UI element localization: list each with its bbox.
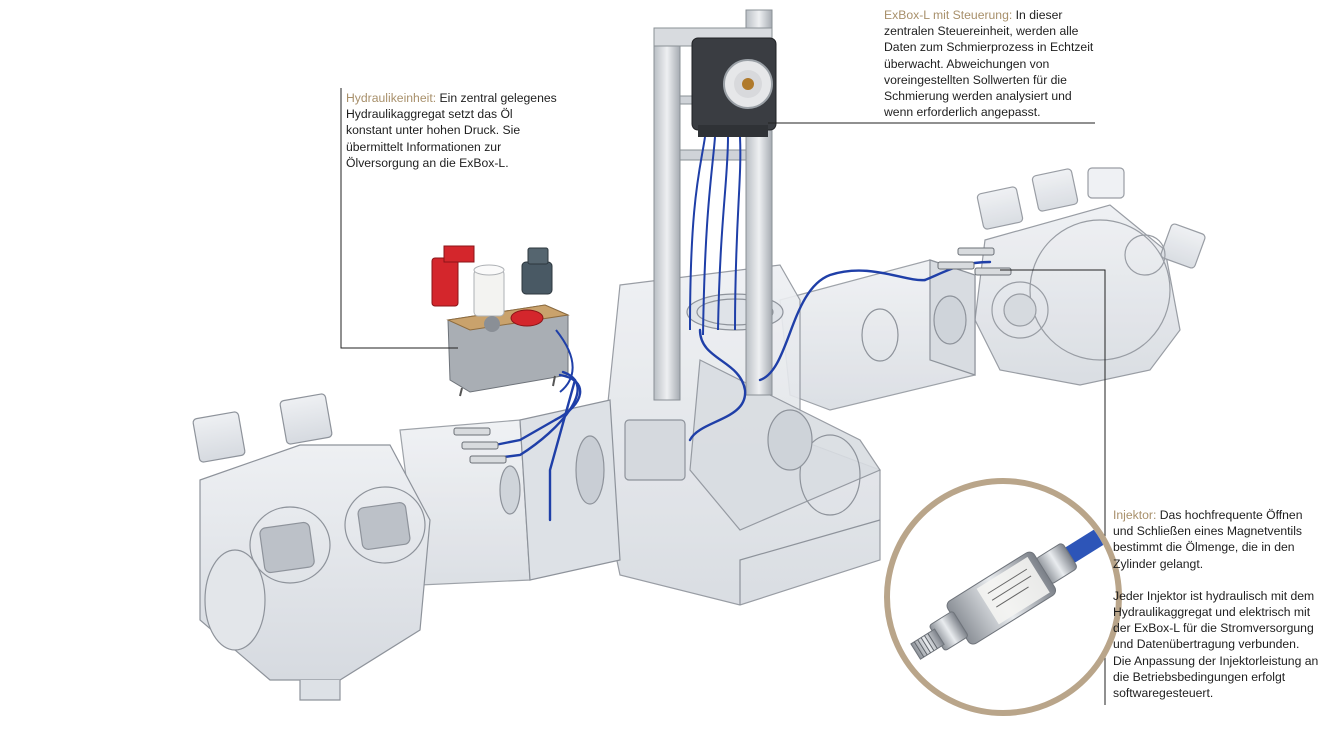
callout-exbox-title: ExBox-L mit Steuerung: (884, 8, 1013, 22)
cylinder-block-left (192, 393, 431, 701)
callout-hydraulikeinheit-title: Hydraulikeinheit: (346, 91, 437, 105)
callout-injektor-title: Injektor: (1113, 508, 1157, 522)
callout-exbox: ExBox-L mit Steuerung: In dieser zentral… (884, 7, 1098, 120)
injectors-left (453, 427, 507, 464)
callout-injektor: Injektor: Das hochfrequente Öffnen und S… (1113, 507, 1320, 701)
duct-right (779, 259, 976, 411)
hydraulic-unit-icon (431, 245, 574, 397)
injector-closeup-icon (884, 478, 1122, 716)
callout-hydraulikeinheit: Hydraulikeinheit: Ein zentral gelegenes … (346, 90, 560, 171)
cylinder-block-right (974, 167, 1206, 386)
exbox-controller-icon (689, 37, 777, 336)
callout-exbox-text: In dieser zentralen Steuereinheit, werde… (884, 8, 1094, 120)
supply-lines (478, 260, 992, 522)
callout-injektor-text: Das hochfrequente Öffnen und Schließen e… (1113, 508, 1303, 571)
callout-injektor-text2: Jeder Injektor ist hydraulisch mit dem H… (1113, 588, 1319, 701)
callout-hydraulikeinheit-text: Ein zentral gelegenes Hydraulikaggregat … (346, 91, 557, 170)
